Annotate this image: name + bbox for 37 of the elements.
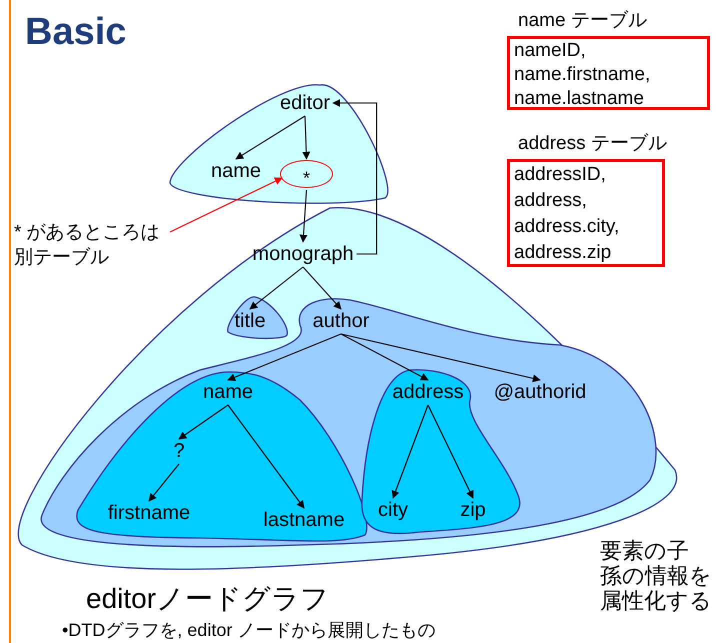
bullet-text: •DTDグラフを, editor ノードから展開したもの: [62, 619, 436, 641]
arrow: [178, 404, 228, 440]
table-box: addressID, address, address.city, address.zip: [507, 159, 665, 267]
table-heading: address テーブル: [517, 132, 668, 156]
arrow: [340, 334, 429, 380]
arrow: [170, 178, 283, 232]
element-label: zip: [460, 499, 486, 521]
arrow: [392, 404, 429, 499]
element-label: @authorid: [494, 381, 586, 403]
element-label: city: [378, 499, 408, 521]
arrow: [235, 116, 306, 160]
arrow: [340, 333, 541, 382]
annotation-text: * があるところは別テーブル: [14, 220, 168, 270]
element-label: monograph: [252, 243, 354, 265]
highlight-ellipse: *: [280, 160, 333, 188]
caption: editorノードグラフ: [86, 583, 330, 615]
element-label: firstname: [108, 502, 190, 524]
element-label: ?: [173, 440, 185, 462]
element-label: name: [202, 381, 254, 403]
arrow: [249, 266, 304, 310]
element-label: author: [312, 310, 370, 332]
arrow: [428, 404, 474, 499]
table-box: nameID, name.firstname, name.lastname: [507, 36, 710, 110]
arrow: [148, 464, 180, 502]
arrow: [302, 266, 342, 310]
title: Basic: [25, 10, 126, 54]
element-label: editor: [280, 92, 330, 114]
arrow: [332, 99, 378, 255]
arrow: [302, 116, 310, 160]
element-label: name: [210, 160, 262, 182]
note-text: 要素の子孫の情報を属性化する: [600, 538, 713, 613]
table-heading: name テーブル: [517, 9, 648, 33]
element-label: lastname: [263, 509, 345, 531]
element-label: address: [392, 381, 464, 403]
arrow: [227, 334, 342, 381]
arrow: [300, 190, 308, 243]
arrow: [228, 404, 304, 509]
